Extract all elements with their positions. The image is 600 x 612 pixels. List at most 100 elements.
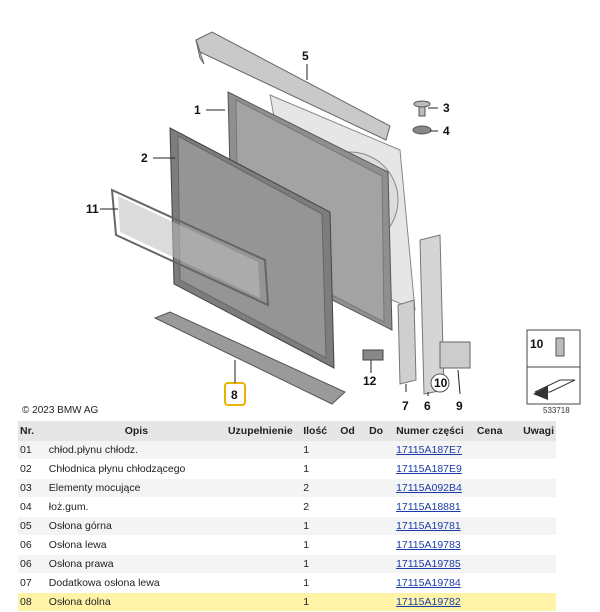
- part-number-link[interactable]: 17115A19785: [396, 558, 461, 570]
- part-number-link[interactable]: 17115A19782: [396, 596, 461, 608]
- row-cena: [474, 554, 522, 574]
- callout-5: 5: [302, 49, 309, 63]
- inset-box: 10: [526, 329, 581, 405]
- callout-1: 1: [194, 103, 201, 117]
- row-uwagi: [521, 478, 556, 498]
- row-part-number[interactable]: 17115A19784: [394, 573, 475, 593]
- row-uzupelnienie: [225, 441, 302, 460]
- row-do: [367, 535, 395, 555]
- row-part-number[interactable]: 17115A19781: [394, 516, 475, 536]
- callout-2: 2: [141, 151, 148, 165]
- row-cena: [474, 441, 522, 460]
- row-nr: 06: [18, 535, 47, 555]
- part-number-link[interactable]: 17115A19781: [396, 520, 461, 532]
- upper-cover-part: [195, 31, 391, 141]
- col-cena: Cena: [474, 421, 522, 441]
- row-uzupelnienie: [225, 459, 302, 479]
- col-uwagi: Uwagi: [521, 421, 556, 441]
- row-uwagi: [521, 516, 556, 536]
- col-od: Od: [338, 421, 368, 441]
- row-do: [367, 459, 395, 479]
- part-number-link[interactable]: 17115A187E7: [396, 444, 462, 456]
- row-uwagi: [521, 497, 556, 517]
- copyright: © 2023 BMW AG: [22, 405, 99, 416]
- row-uzupelnienie: [225, 535, 302, 555]
- row-opis: chłod.płynu chłodz.: [46, 441, 226, 460]
- row-nr: 02: [18, 459, 47, 479]
- row-do: [367, 497, 395, 517]
- row-opis: Osłona górna: [46, 516, 226, 536]
- callout-3: 3: [443, 101, 450, 115]
- row-nr: 07: [18, 573, 47, 593]
- part-number-link[interactable]: 17115A187E9: [396, 463, 462, 475]
- row-part-number[interactable]: 17115A19782: [394, 592, 475, 612]
- part-number-link[interactable]: 17115A19784: [396, 577, 461, 589]
- row-uzupelnienie: [225, 516, 302, 536]
- parts-diagram: 1 2 3 4 5 6 7 9 11 12 10 8 10 533718: [86, 31, 581, 415]
- row-cena: [474, 478, 522, 498]
- row-do: [367, 554, 395, 574]
- callout-8[interactable]: 8: [231, 388, 238, 402]
- row-od: [338, 478, 368, 498]
- row-uzupelnienie: [225, 478, 302, 498]
- row-opis: Osłona prawa: [46, 554, 226, 574]
- row-ilosc: 1: [301, 441, 339, 460]
- row-od: [338, 497, 368, 517]
- lower-cover-part: [153, 311, 346, 405]
- row-part-number[interactable]: 17115A19783: [394, 535, 475, 555]
- row-part-number[interactable]: 17115A187E9: [394, 459, 475, 479]
- row-nr: 01: [18, 441, 47, 460]
- part-number-link[interactable]: 17115A092B4: [396, 482, 462, 494]
- col-ilosc: Ilość: [301, 421, 339, 441]
- col-opis: Opis: [46, 421, 226, 441]
- row-cena: [474, 573, 522, 593]
- row-part-number[interactable]: 17115A092B4: [394, 478, 475, 498]
- row-uzupelnienie: [225, 592, 302, 612]
- row-ilosc: 2: [301, 478, 339, 498]
- row-nr: 04: [18, 497, 47, 517]
- inset-callout-10: 10: [530, 337, 544, 351]
- row-od: [338, 535, 368, 555]
- row-opis: Dodatkowa osłona lewa: [46, 573, 226, 593]
- row-uwagi: [521, 554, 556, 574]
- row-cena: [474, 497, 522, 517]
- row-ilosc: 1: [301, 554, 339, 574]
- row-do: [367, 441, 395, 460]
- row-nr: 06: [18, 554, 47, 574]
- part-number-link[interactable]: 17115A18881: [396, 501, 461, 513]
- row-ilosc: 1: [301, 573, 339, 593]
- row-opis: Chłodnica płynu chłodzącego: [46, 459, 226, 479]
- row-uzupelnienie: [225, 554, 302, 574]
- row-uwagi: [521, 535, 556, 555]
- bracket-part: [439, 341, 471, 369]
- row-opis: łoż.gum.: [46, 497, 226, 517]
- row-ilosc: 1: [301, 459, 339, 479]
- row-do: [367, 478, 395, 498]
- callout-12: 12: [363, 374, 377, 388]
- row-cena: [474, 535, 522, 555]
- callout-11: 11: [86, 202, 99, 216]
- col-do: Do: [367, 421, 395, 441]
- row-cena: [474, 516, 522, 536]
- row-uwagi: [521, 459, 556, 479]
- row-ilosc: 2: [301, 497, 339, 517]
- row-part-number[interactable]: 17115A18881: [394, 497, 475, 517]
- row-opis: Osłona lewa: [46, 535, 226, 555]
- row-part-number[interactable]: 17115A187E7: [394, 441, 475, 460]
- callout-9: 9: [456, 399, 463, 413]
- callout-10: 10: [434, 376, 448, 390]
- part-number-link[interactable]: 17115A19783: [396, 539, 461, 551]
- row-part-number[interactable]: 17115A19785: [394, 554, 475, 574]
- callout-4: 4: [443, 124, 450, 138]
- row-ilosc: 1: [301, 516, 339, 536]
- callout-7: 7: [402, 399, 409, 413]
